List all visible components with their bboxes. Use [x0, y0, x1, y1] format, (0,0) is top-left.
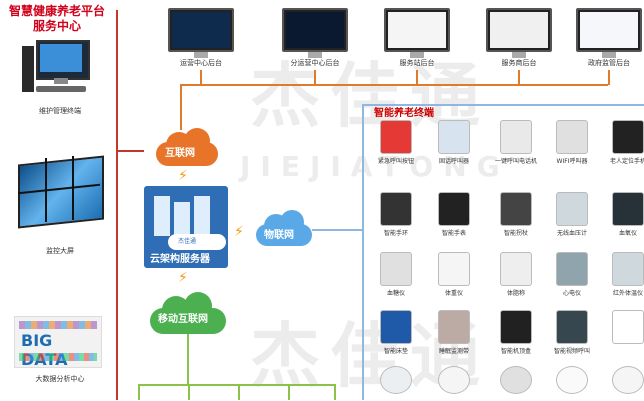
bottom-drop-line-1 [188, 384, 190, 400]
terminal-vertical-line [362, 104, 364, 400]
mobile-drop-line [187, 334, 189, 384]
terminal-device-icon-4-0 [380, 366, 412, 394]
terminal-device-icon-4-4 [612, 366, 644, 394]
terminal-label-0-4: 老人定位手机 [609, 158, 644, 165]
terminal-label-0-1: 固话呼叫器 [438, 158, 469, 165]
lightning-icon-bottom: ⚡ [178, 270, 188, 286]
terminal-label-2-4: 红外体温仪 [612, 290, 643, 297]
lightning-icon-right: ⚡ [234, 224, 244, 240]
platform-title-line2: 服务中心 [32, 19, 81, 33]
bottom-drop-line-2 [238, 384, 240, 400]
server-brand: 杰佳通 [178, 238, 197, 245]
backend-label-4: 政府监管后台 [588, 59, 630, 67]
terminal-device-icon-1-1 [438, 192, 470, 226]
terminal-label-1-0: 智能手环 [383, 230, 408, 237]
terminal-label-2-2: 体脂称 [506, 290, 525, 297]
big-data-icon: BIG DATA [14, 316, 102, 369]
terminal-device-icon-0-2 [500, 120, 532, 154]
platform-title-line1: 智慧健康养老平台 [8, 4, 105, 18]
terminal-device-icon-2-2 [500, 252, 532, 286]
terminal-device-icon-3-0 [380, 310, 412, 344]
desktop-computer-icon [22, 40, 92, 98]
watermark-mid: JIEJIATONG [240, 150, 510, 183]
iot-label: 物联网 [264, 230, 294, 241]
terminal-label-0-3: WIFI呼叫器 [556, 158, 588, 165]
terminal-device-icon-2-1 [438, 252, 470, 286]
mobile-cloud-icon [150, 292, 226, 334]
terminal-label-0-2: 一键呼叫电话机 [494, 158, 537, 165]
terminal-device-icon-0-0 [380, 120, 412, 154]
terminal-device-icon-2-3 [556, 252, 588, 286]
terminal-device-icon-1-0 [380, 192, 412, 226]
terminal-label-0-0: 紧急呼叫按钮 [377, 158, 414, 165]
backend-monitor-icon-0 [168, 8, 234, 58]
terminal-device-icon-3-2 [500, 310, 532, 344]
terminal-device-icon-0-3 [556, 120, 588, 154]
terminal-label-1-4: 血氧仪 [618, 230, 637, 237]
backend-drop-line-4 [608, 70, 610, 85]
backend-drop-line-0 [200, 70, 202, 85]
terminal-device-icon-1-3 [556, 192, 588, 226]
bottom-drop-line-0 [138, 384, 140, 400]
bottom-green-line [138, 384, 336, 386]
left-item-label-0: 维护管理终端 [39, 107, 81, 115]
lightning-icon-top: ⚡ [178, 168, 188, 184]
mobile-label: 移动互联网 [158, 314, 208, 325]
terminal-device-icon-4-3 [556, 366, 588, 394]
terminal-label-2-0: 血糖仪 [386, 290, 405, 297]
terminal-label-3-3: 智能视频呼叫 [553, 348, 590, 355]
terminal-device-icon-3-3 [556, 310, 588, 344]
bottom-drop-line-4 [334, 384, 336, 400]
terminal-device-icon-0-1 [438, 120, 470, 154]
terminal-label-3-0: 智能床垫 [383, 348, 408, 355]
backend-drop-line-3 [518, 70, 520, 85]
terminal-device-icon-1-2 [500, 192, 532, 226]
terminal-label-3-1: 睡眠监测带 [438, 348, 469, 355]
terminal-label-3-2: 智能机顶盒 [500, 348, 531, 355]
backend-drop-line-1 [314, 70, 316, 85]
left-item-label-2: 大数据分析中心 [35, 375, 85, 383]
backend-drop-line-2 [416, 70, 418, 85]
bottom-drop-line-3 [288, 384, 290, 400]
left-item-label-1: 监控大屏 [46, 247, 74, 255]
terminal-top-line [362, 104, 644, 106]
backend-label-1: 分运营中心后台 [290, 59, 340, 67]
terminals-title: 智能养老终端 [374, 108, 434, 119]
cloud-server-icon [144, 186, 228, 268]
top-horizontal-line [180, 84, 608, 86]
terminal-device-icon-4-1 [438, 366, 470, 394]
big-data-text: BIG DATA [21, 331, 67, 369]
terminal-label-1-3: 无线血压计 [556, 230, 587, 237]
internet-label: 互联网 [165, 148, 195, 159]
backend-monitor-icon-1 [282, 8, 348, 58]
terminal-label-1-2: 智能拐杖 [503, 230, 528, 237]
terminal-label-1-1: 智能手表 [441, 230, 466, 237]
platform-title: 智慧健康养老平台 服务中心 [4, 4, 110, 34]
terminal-device-icon-1-4 [612, 192, 644, 226]
internet-cloud-icon [156, 128, 218, 166]
backend-monitor-icon-3 [486, 8, 552, 58]
terminal-device-icon-2-0 [380, 252, 412, 286]
backend-label-0: 运营中心后台 [180, 59, 222, 67]
terminal-label-2-1: 体重仪 [444, 290, 463, 297]
left-hconnector [116, 150, 144, 152]
backend-monitor-icon-4 [576, 8, 642, 58]
terminal-device-icon-3-4 [612, 310, 644, 344]
top-drop-line [180, 84, 182, 130]
backend-label-3: 服务商后台 [501, 59, 537, 67]
terminal-device-icon-0-4 [612, 120, 644, 154]
backend-label-2: 服务站后台 [399, 59, 435, 67]
left-vertical-line [116, 10, 118, 400]
iot-cloud-icon [256, 210, 312, 246]
terminal-device-icon-4-2 [500, 366, 532, 394]
terminal-device-icon-2-4 [612, 252, 644, 286]
backend-monitor-icon-2 [384, 8, 450, 58]
terminal-label-2-3: 心电仪 [562, 290, 581, 297]
server-name: 云架构服务器 [150, 254, 210, 265]
terminal-device-icon-3-1 [438, 310, 470, 344]
iot-connector [312, 229, 364, 231]
video-wall-icon [18, 155, 104, 229]
